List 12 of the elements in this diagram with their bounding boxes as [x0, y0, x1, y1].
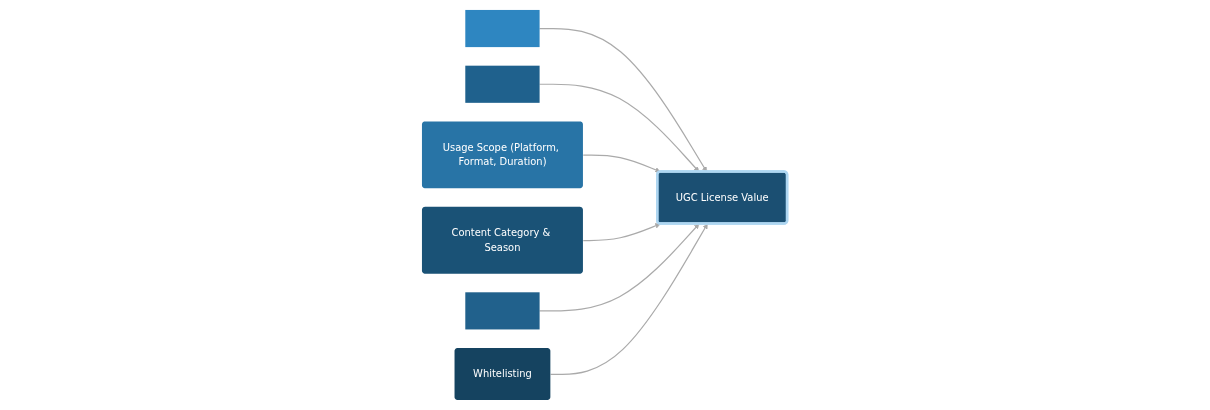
node-box: [465, 9, 541, 48]
arrow: [550, 223, 709, 375]
arrow: [539, 223, 700, 312]
node-box: [465, 65, 541, 103]
arrow: [539, 27, 708, 173]
arrow: [583, 154, 662, 173]
arrow: [583, 223, 662, 242]
node-box: [465, 292, 541, 330]
node-box: Content Category & Season: [422, 206, 584, 274]
node-box: Usage Scope (Platform, Format, Duration): [422, 121, 584, 189]
node-box: Whitelisting: [455, 348, 551, 401]
arrow: [539, 83, 700, 173]
